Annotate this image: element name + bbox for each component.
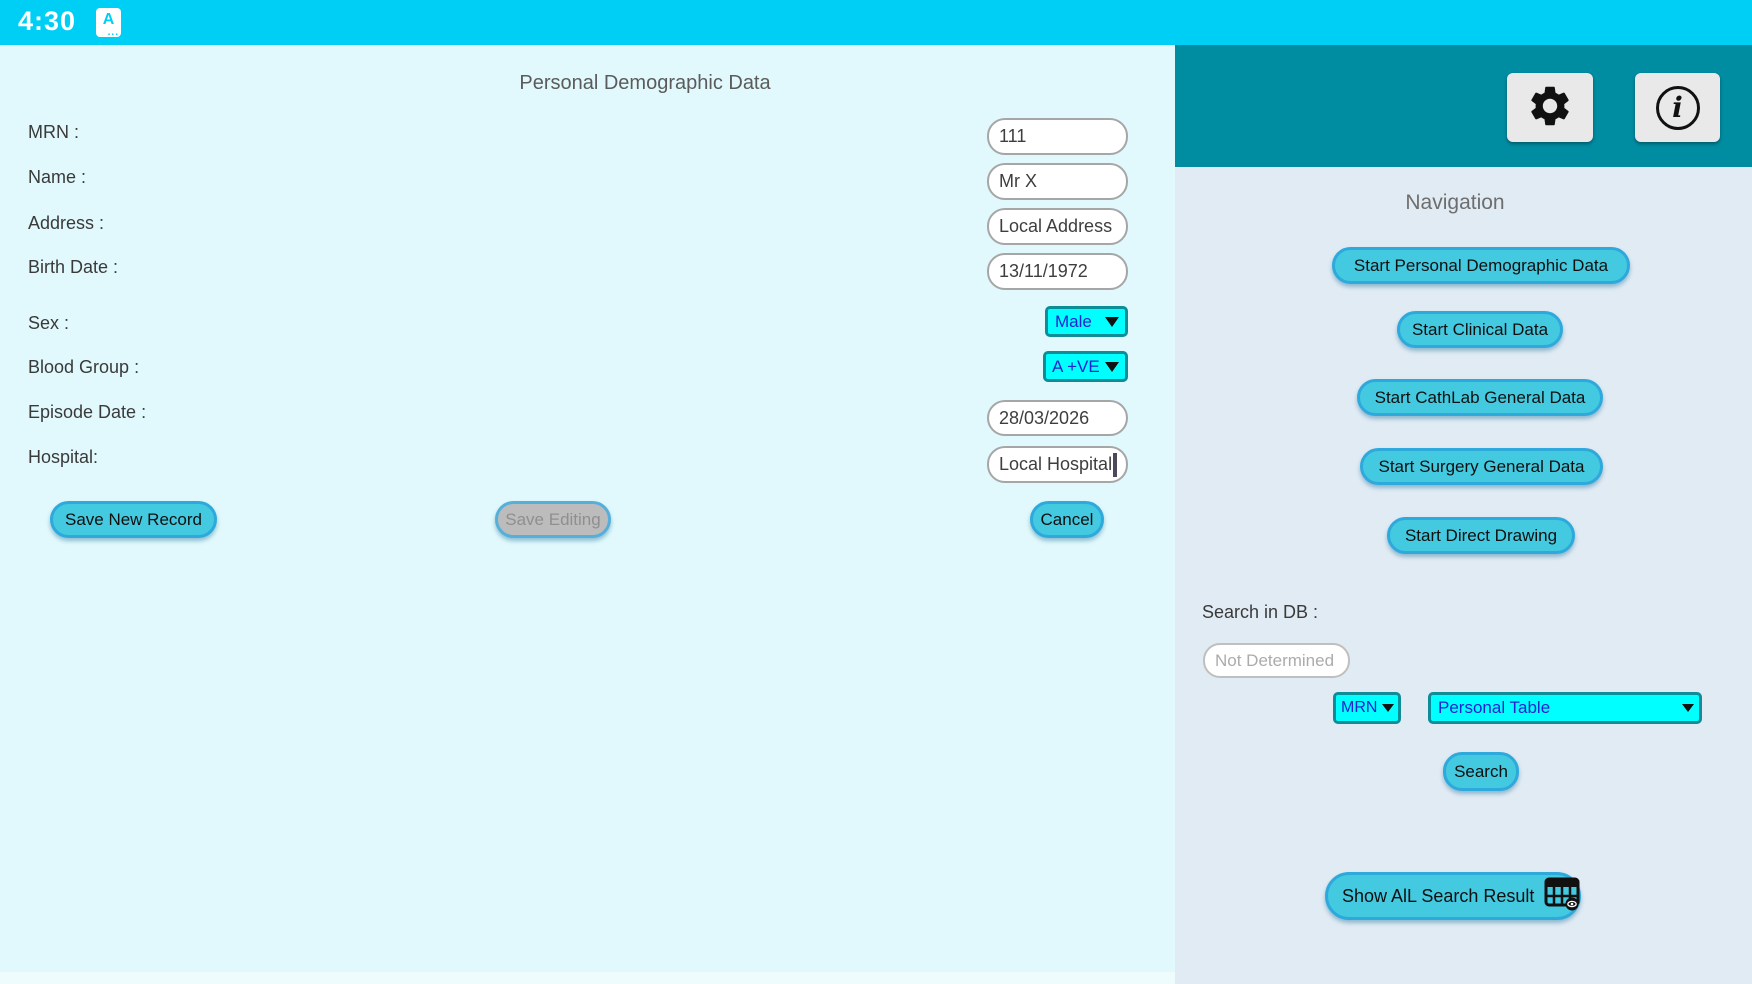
sex-label: Sex : (28, 313, 70, 333)
search-table-select[interactable]: Personal Table (1428, 692, 1702, 724)
birth-date-label: Birth Date : (28, 257, 119, 277)
hospital-input[interactable]: Local Hospital (987, 446, 1128, 483)
app-icon-dots: ... (107, 27, 119, 38)
text-cursor (1113, 452, 1118, 477)
hospital-input-value: Local Hospital (999, 454, 1113, 474)
name-input[interactable] (987, 163, 1128, 200)
search-button[interactable]: Search (1443, 752, 1519, 791)
hospital-label: Hospital: (28, 447, 99, 467)
birth-date-input[interactable] (987, 253, 1128, 290)
start-cathlab-general-data-button[interactable]: Start CathLab General Data (1357, 379, 1603, 416)
navigation-panel (1175, 167, 1752, 984)
start-surgery-general-data-button[interactable]: Start Surgery General Data (1360, 448, 1603, 485)
show-all-search-result-button[interactable]: Show AlL Search Result (1325, 872, 1581, 920)
chevron-down-icon (1105, 316, 1119, 327)
chevron-down-icon (1105, 361, 1119, 372)
start-clinical-data-button[interactable]: Start Clinical Data (1397, 311, 1563, 348)
mrn-input[interactable] (987, 118, 1128, 155)
app-notification-icon: A ... (96, 8, 121, 38)
blood-group-select[interactable]: A +VE (1043, 351, 1128, 382)
panel-bottom-strip (0, 972, 1175, 984)
address-label: Address : (28, 213, 105, 233)
search-field-select[interactable]: MRN (1333, 692, 1401, 724)
app-icon-letter: A (102, 11, 115, 28)
info-icon: i (1655, 85, 1700, 130)
sex-select[interactable]: Male (1045, 306, 1128, 337)
mrn-label: MRN : (28, 122, 79, 142)
page-title: Personal Demographic Data (519, 72, 771, 94)
clock-time: 4:30 (18, 6, 77, 36)
show-all-search-result-label: Show AlL Search Result (1342, 885, 1535, 906)
episode-date-input[interactable] (987, 400, 1128, 436)
status-bar: 4:30 A ... (0, 0, 1752, 45)
chevron-down-icon (1682, 704, 1694, 712)
cancel-button[interactable]: Cancel (1030, 501, 1104, 538)
search-table-select-value: Personal Table (1438, 698, 1551, 717)
navigation-title: Navigation (1405, 191, 1505, 214)
save-editing-button[interactable]: Save Editing (495, 501, 611, 538)
blood-group-label: Blood Group : (28, 357, 140, 377)
sex-select-value: Male (1055, 311, 1092, 331)
chevron-down-icon (1382, 704, 1394, 712)
settings-button[interactable] (1507, 73, 1593, 142)
address-input[interactable] (987, 208, 1128, 245)
name-label: Name : (28, 167, 87, 187)
gear-icon (1526, 82, 1574, 133)
table-view-icon (1534, 877, 1580, 916)
search-term-input[interactable] (1203, 643, 1350, 678)
search-in-db-label: Search in DB : (1202, 602, 1319, 622)
search-field-select-value: MRN (1341, 699, 1378, 716)
start-personal-demographic-data-button[interactable]: Start Personal Demographic Data (1332, 247, 1630, 284)
info-button[interactable]: i (1635, 73, 1720, 142)
start-direct-drawing-button[interactable]: Start Direct Drawing (1387, 517, 1575, 554)
blood-group-select-value: A +VE (1052, 356, 1100, 376)
episode-date-label: Episode Date : (28, 402, 147, 422)
save-new-record-button[interactable]: Save New Record (50, 501, 217, 538)
